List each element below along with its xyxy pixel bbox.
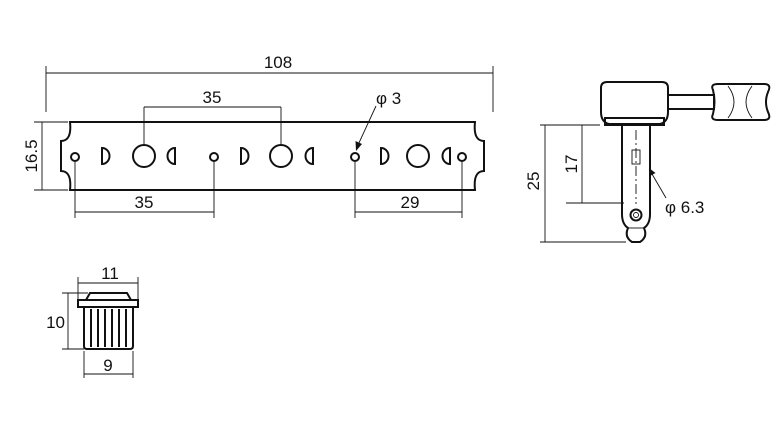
dimension-shaft-length: 17	[562, 125, 624, 204]
dimension-end-spacing: 29	[354, 162, 463, 218]
dimension-label: 16.5	[22, 139, 41, 172]
dimension-label: 17	[562, 155, 581, 174]
leader-shaft-diameter: φ 6.3	[649, 168, 704, 217]
dimension-label: 35	[135, 193, 154, 212]
bushing-top-cap	[85, 292, 132, 301]
dimension-bushing-top-width: 11	[77, 264, 139, 299]
d-cutout-reversed	[441, 146, 451, 166]
dimension-bushing-height: 10	[46, 292, 88, 350]
dimension-post-spacing: 35	[143, 88, 282, 145]
mounting-hole	[350, 152, 360, 162]
leader-small-hole: φ 3	[355, 89, 401, 151]
string-post	[621, 125, 651, 243]
dimension-plate-height: 16.5	[22, 121, 68, 191]
post-hole	[132, 144, 156, 168]
mounting-hole	[209, 152, 219, 162]
housing-base-collar	[604, 117, 665, 126]
dimension-overall-length: 108	[45, 53, 494, 112]
decorative-cutouts	[101, 146, 451, 166]
d-cutout-reversed	[166, 146, 176, 166]
dimension-label: 25	[524, 172, 543, 191]
dimension-total-height: 25	[524, 124, 626, 243]
post-string-hole	[631, 149, 641, 165]
dimension-label: 108	[264, 53, 292, 72]
bushing-flange	[77, 299, 139, 308]
worm-shaft	[667, 94, 715, 110]
post-end-hole-inner	[633, 212, 639, 218]
tuner-side-view: 25 17 φ 6.3	[524, 81, 771, 243]
post-end-hole	[629, 208, 643, 222]
bushing-knurl	[90, 309, 127, 347]
dimension-bushing-bottom-width: 9	[83, 351, 134, 378]
mounting-hole	[457, 152, 467, 162]
d-cutout-reversed	[304, 146, 314, 166]
dimension-label: 29	[401, 193, 420, 212]
dimension-label: φ 6.3	[665, 198, 704, 217]
dimension-label: 11	[101, 264, 119, 283]
dimension-label: 9	[103, 356, 112, 375]
dimension-label: φ 3	[376, 89, 401, 108]
tuning-key	[711, 83, 771, 121]
bushing-body	[83, 307, 134, 350]
tuning-key-facet	[745, 85, 753, 119]
post-hole	[269, 144, 293, 168]
bushing-view: 11 10 9	[46, 264, 139, 378]
d-cutout	[101, 146, 111, 166]
post-hole	[406, 144, 430, 168]
d-cutout	[240, 146, 250, 166]
dimension-label: 10	[46, 313, 65, 332]
mounting-hole	[70, 152, 80, 162]
dimension-end-to-hole: 35	[74, 162, 215, 218]
d-cutout	[380, 146, 390, 166]
tuner-plate-outline	[60, 121, 485, 191]
dimension-label: 35	[203, 88, 222, 107]
mounting-holes	[70, 152, 467, 162]
tuning-key-facet	[727, 85, 735, 119]
tuner-plate-view: 108 35 16.5 35 29	[22, 53, 494, 218]
